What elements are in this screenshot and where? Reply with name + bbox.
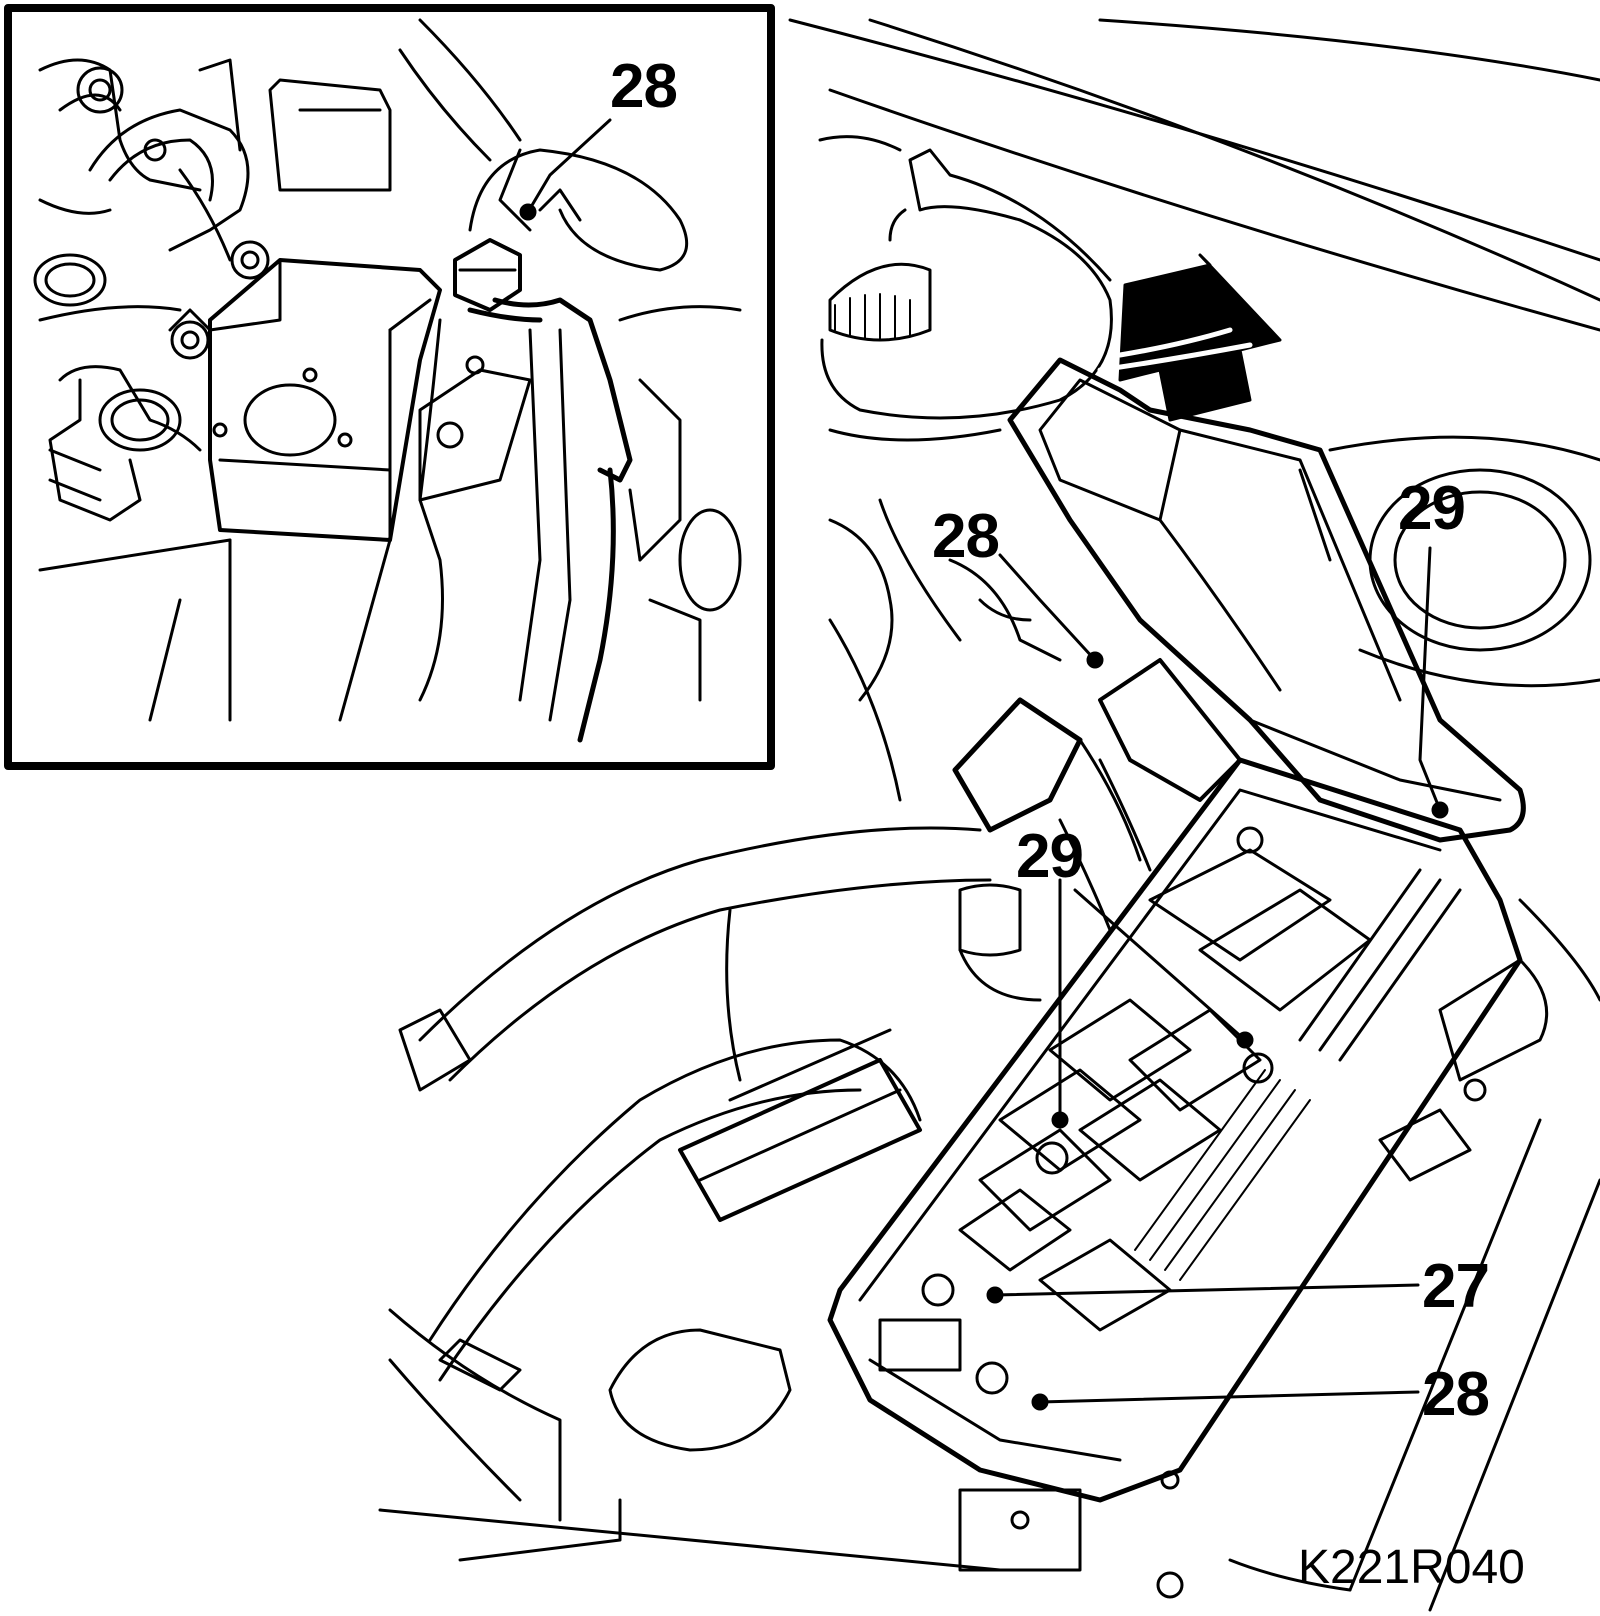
- callout-28-upper: 28: [932, 502, 1000, 571]
- coolant-reservoir: [820, 148, 1113, 442]
- callout-29-right: 29: [1398, 474, 1466, 543]
- inset-module-block: [208, 258, 442, 542]
- detail-inset: [4, 4, 775, 770]
- main-illustration: [378, 18, 1600, 1612]
- fusebox-lid: [1007, 357, 1526, 843]
- coolant-hose: [398, 826, 992, 1092]
- figure-reference-code: K221R040: [1298, 1541, 1525, 1594]
- loom-connector: [678, 1028, 922, 1222]
- callout-27: 27: [1422, 1252, 1490, 1321]
- callout-28-inset: 28: [610, 52, 678, 121]
- air-filter-housing: [1328, 435, 1600, 688]
- harness-connectors: [952, 658, 1242, 932]
- callout-28-lower: 28: [1422, 1360, 1490, 1429]
- leader-lines: [986, 546, 1449, 1411]
- direction-arrow: [1097, 253, 1282, 422]
- callout-29-center: 29: [1016, 822, 1084, 891]
- inset-earth-terminal: [453, 238, 642, 743]
